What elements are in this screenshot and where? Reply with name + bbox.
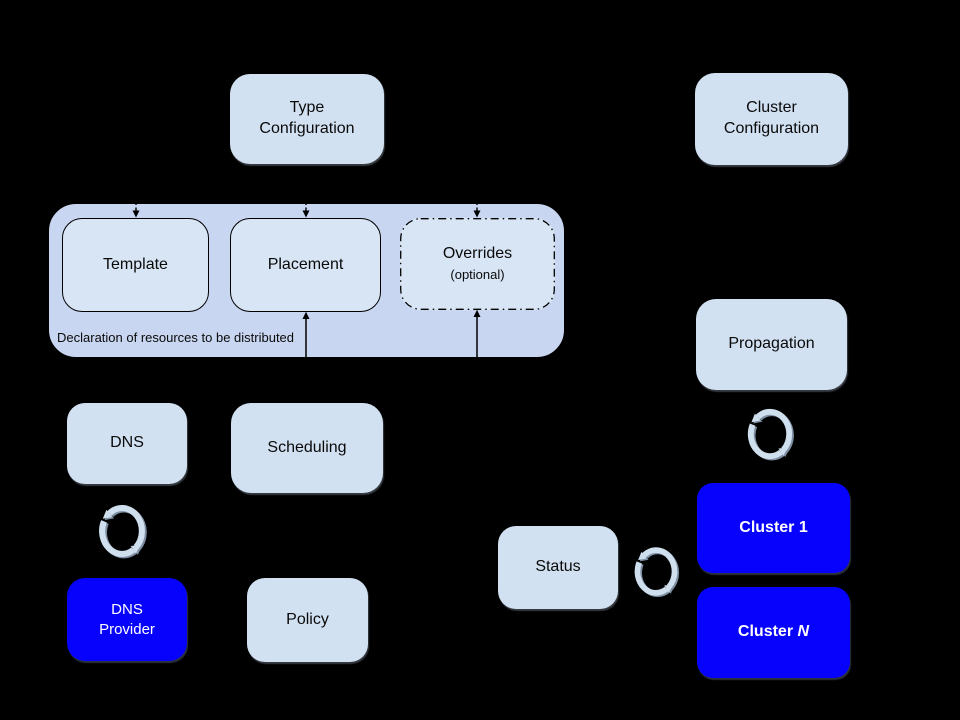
dns-node: DNS	[67, 403, 187, 484]
template-label: Template	[103, 255, 168, 273]
overrides-node: Overrides (optional)	[400, 218, 555, 310]
cluster-configuration-label: Cluster Configuration	[723, 99, 820, 137]
policy-node: Policy	[247, 578, 368, 662]
overrides-label: Overrides	[442, 245, 513, 263]
container-caption: Declaration of resources to be distribut…	[57, 330, 295, 345]
overrides-sublabel: (optional)	[450, 266, 505, 282]
propagation-label: Propagation	[728, 335, 815, 353]
propagation-node: Propagation	[696, 299, 847, 390]
status-node: Status	[498, 526, 618, 609]
template-node: Template	[62, 218, 209, 312]
scheduling-label: Scheduling	[267, 438, 347, 456]
cluster-configuration-node: Cluster Configuration	[695, 73, 848, 165]
sync-icon-propagation	[742, 397, 798, 471]
placement-label: Placement	[267, 255, 344, 273]
cluster-n-label: Cluster N	[737, 623, 810, 641]
dns-provider-label: DNS Provider	[99, 601, 155, 638]
sync-icon-dns	[93, 493, 151, 569]
cluster-1-node: Cluster 1	[697, 483, 850, 573]
type-configuration-node: Type Configuration	[230, 74, 384, 164]
type-configuration-label: Type Configuration	[259, 99, 355, 137]
dns-label: DNS	[110, 434, 144, 452]
dns-provider-node: DNS Provider	[67, 578, 187, 661]
placement-node: Placement	[230, 218, 381, 312]
status-label: Status	[535, 558, 581, 576]
sync-icon-status	[629, 535, 683, 608]
policy-label: Policy	[286, 610, 329, 628]
cluster-1-label: Cluster 1	[739, 518, 808, 536]
cluster-n-node: Cluster N	[697, 587, 850, 678]
scheduling-node: Scheduling	[231, 403, 383, 493]
